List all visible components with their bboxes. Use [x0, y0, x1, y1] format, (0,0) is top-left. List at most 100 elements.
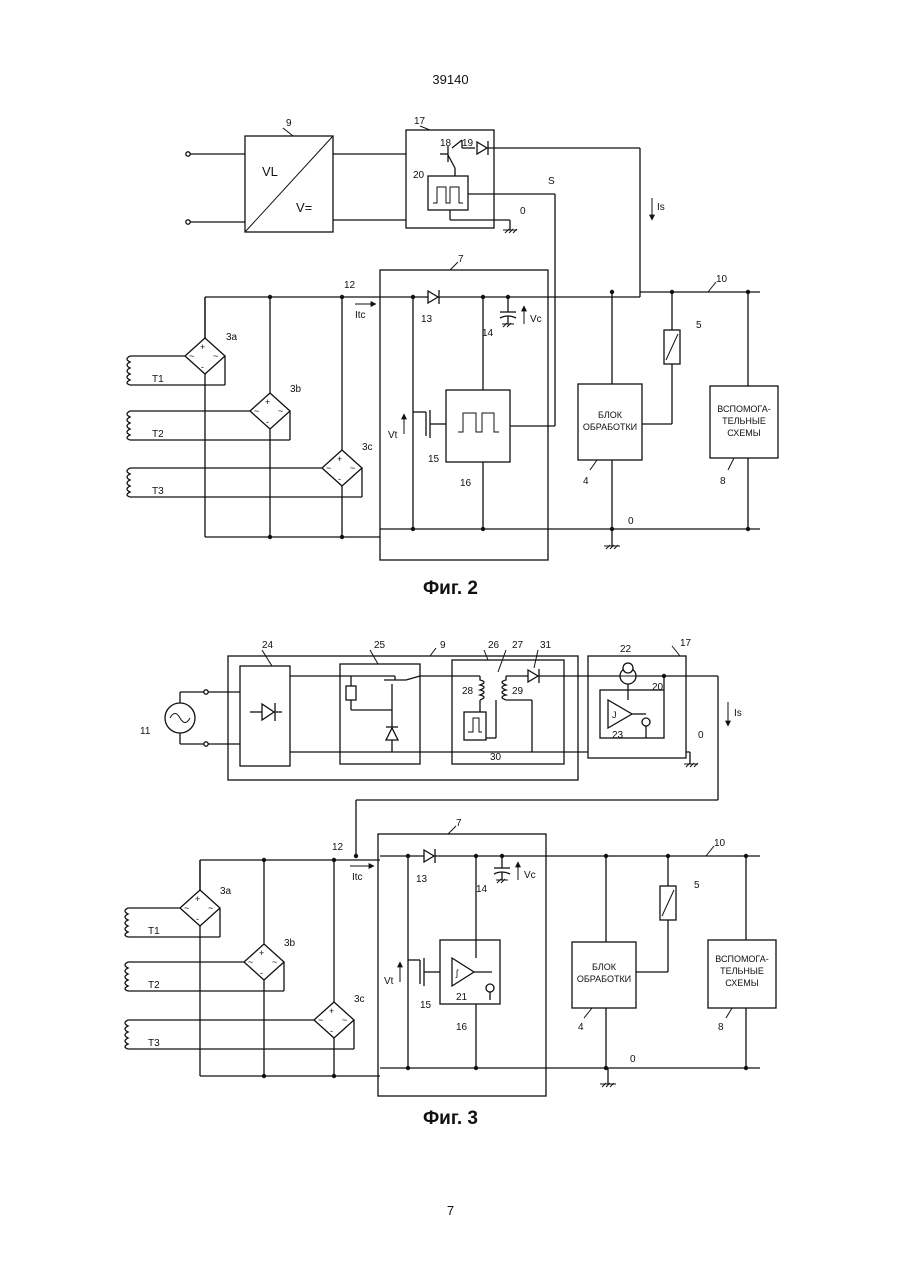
- aux-block-label-2-fig3: ТЕЛЬНЫЕ: [720, 966, 764, 976]
- ref-22: 22: [620, 644, 632, 655]
- svg-text:-: -: [266, 417, 269, 427]
- ground-label-bottom-fig3: 0: [630, 1054, 636, 1065]
- ref-24: 24: [262, 640, 274, 651]
- ref-9: 9: [286, 118, 292, 129]
- ref-12: 12: [344, 280, 356, 291]
- ground-label-top: 0: [520, 206, 526, 217]
- figure-3-caption: Фиг. 3: [0, 1108, 901, 1130]
- ref-9-fig3: 9: [440, 640, 446, 651]
- switch-block-17-fig3: J: [588, 646, 686, 758]
- signal-s-label: S: [548, 176, 555, 187]
- processing-block-label-2-fig3: ОБРАБОТКИ: [577, 974, 631, 984]
- winding-label-t3: T3: [152, 486, 164, 497]
- ref-13: 13: [421, 314, 433, 325]
- ground-label-top-fig3: 0: [698, 730, 704, 741]
- current-is-label-fig3: Is: [734, 708, 742, 719]
- ref-3c: 3c: [362, 442, 373, 453]
- winding-label-t2: T2: [152, 429, 164, 440]
- ref-3a-fig3: 3a: [220, 886, 232, 897]
- ref-21: 21: [456, 992, 468, 1003]
- svg-text:~: ~: [189, 351, 194, 361]
- ref-20-fig3: 20: [652, 682, 664, 693]
- svg-text:-: -: [196, 914, 199, 924]
- svg-text:~: ~: [272, 957, 277, 967]
- current-itc-label-fig3: Itc: [352, 872, 363, 883]
- svg-text:~: ~: [350, 463, 355, 473]
- figure-2: VL V= 9: [127, 116, 778, 560]
- voltage-vt-label: Vt: [388, 430, 398, 441]
- ref-28: 28: [462, 686, 474, 697]
- svg-text:~: ~: [342, 1015, 347, 1025]
- ref-15-fig3: 15: [420, 1000, 432, 1011]
- ref-16: 16: [460, 478, 472, 489]
- svg-text:~: ~: [254, 406, 259, 416]
- ref-5-fig3: 5: [694, 880, 700, 891]
- svg-text:-: -: [201, 362, 204, 372]
- winding-t2-fig3: [125, 962, 128, 991]
- ref-14-fig3: 14: [476, 884, 488, 895]
- aux-block-label-2: ТЕЛЬНЫЕ: [722, 416, 766, 426]
- ground-label-bottom: 0: [628, 516, 634, 527]
- ref-11: 11: [140, 726, 151, 737]
- ref-4: 4: [583, 476, 589, 487]
- svg-text:~: ~: [184, 903, 189, 913]
- svg-text:+: +: [195, 894, 200, 904]
- ref-12-fig3: 12: [332, 842, 344, 853]
- module-block-7-fig3: ʃ: [378, 826, 546, 1096]
- processing-block-label-1-fig3: БЛОК: [592, 962, 617, 972]
- ref-29: 29: [512, 686, 524, 697]
- module-block-7: [380, 262, 548, 560]
- ref-26: 26: [488, 640, 500, 651]
- voltage-vc-label: Vc: [530, 314, 542, 325]
- winding-t3: [127, 468, 130, 497]
- ref-3b: 3b: [290, 384, 302, 395]
- ref-3b-fig3: 3b: [284, 938, 296, 949]
- ref-8-fig3: 8: [718, 1022, 724, 1033]
- page-number-bottom: 7: [0, 1203, 901, 1218]
- aux-block-label-1-fig3: ВСПОМОГА-: [715, 954, 768, 964]
- ref-19: 19: [462, 138, 474, 149]
- ref-15: 15: [428, 454, 440, 465]
- ref-27: 27: [512, 640, 524, 651]
- processing-block-label-1: БЛОК: [598, 410, 623, 420]
- ref-3a: 3a: [226, 332, 238, 343]
- figure-3: 9 11 24: [125, 638, 776, 1096]
- svg-text:~: ~: [318, 1015, 323, 1025]
- svg-text:+: +: [337, 454, 342, 464]
- svg-text:-: -: [330, 1026, 333, 1036]
- ref-31: 31: [540, 640, 552, 651]
- ref-7: 7: [458, 254, 464, 265]
- svg-text:~: ~: [278, 406, 283, 416]
- svg-text:~: ~: [248, 957, 253, 967]
- ref-4-fig3: 4: [578, 1022, 584, 1033]
- bridge-3a: + ~ ~-: [130, 297, 225, 385]
- current-itc-label: Itc: [355, 310, 366, 321]
- aux-block-label-3: СХЕМЫ: [727, 428, 760, 438]
- ref-23: 23: [612, 730, 624, 741]
- ref-18: 18: [440, 138, 452, 149]
- vl-label: VL: [262, 164, 278, 179]
- aux-block-label-3-fig3: СХЕМЫ: [725, 978, 758, 988]
- svg-text:~: ~: [213, 351, 218, 361]
- winding-label-t1: T1: [152, 374, 164, 385]
- voltage-vc-label-fig3: Vc: [524, 870, 536, 881]
- ref-17: 17: [414, 116, 426, 127]
- svg-text:+: +: [200, 342, 205, 352]
- winding-t3-fig3: [125, 1020, 128, 1049]
- winding-label-t1-fig3: T1: [148, 926, 160, 937]
- vdc-label: V=: [296, 200, 312, 215]
- svg-text:+: +: [265, 397, 270, 407]
- winding-label-t3-fig3: T3: [148, 1038, 160, 1049]
- current-is-label: Is: [657, 202, 665, 213]
- figure-2-caption: Фиг. 2: [0, 578, 901, 600]
- ref-20: 20: [413, 170, 425, 181]
- pulse-generator-30: [464, 712, 486, 740]
- svg-text:-: -: [260, 968, 263, 978]
- converter-9: [186, 128, 333, 232]
- bus-label-10: 10: [716, 274, 728, 285]
- svg-text:-: -: [338, 474, 341, 484]
- voltage-vt-label-fig3: Vt: [384, 976, 394, 987]
- svg-text:J: J: [612, 710, 617, 720]
- bus-label-10-fig3: 10: [714, 838, 726, 849]
